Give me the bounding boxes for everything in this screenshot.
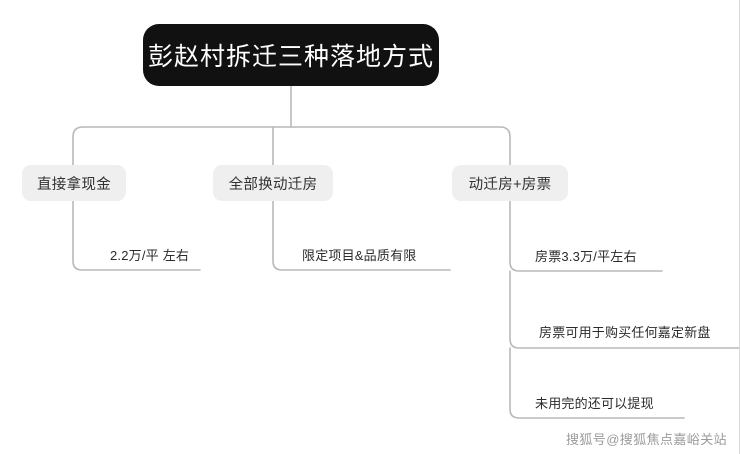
root-node[interactable]: 彭赵村拆迁三种落地方式: [143, 24, 439, 86]
root-node-label: 彭赵村拆迁三种落地方式: [147, 43, 434, 71]
branch-node-relocation-housing[interactable]: 全部换动迁房: [213, 165, 333, 201]
leaf-label-voucher-cashout: 未用完的还可以提现: [535, 396, 654, 411]
leaf-label-project-limited: 限定项目&品质有限: [302, 248, 417, 263]
branch-node-label: 全部换动迁房: [228, 176, 318, 193]
leaf-label-cash-price: 2.2万/平 左右: [110, 248, 190, 263]
connector-branch-0: [72, 126, 292, 166]
branch-node-label: 直接拿现金: [37, 176, 111, 193]
watermark-text: 搜狐号@搜狐焦点嘉峪关站: [566, 432, 727, 447]
connector-branch-2: [290, 126, 511, 166]
leaf-label-voucher-usage: 房票可用于购买任何嘉定新盘: [539, 325, 711, 340]
branch-node-cash[interactable]: 直接拿现金: [22, 165, 126, 201]
branch-node-label: 动迁房+房票: [468, 176, 552, 193]
leaf-label-voucher-price: 房票3.3万/平左右: [535, 249, 637, 264]
branch-node-housing-plus-voucher[interactable]: 动迁房+房票: [452, 165, 568, 201]
